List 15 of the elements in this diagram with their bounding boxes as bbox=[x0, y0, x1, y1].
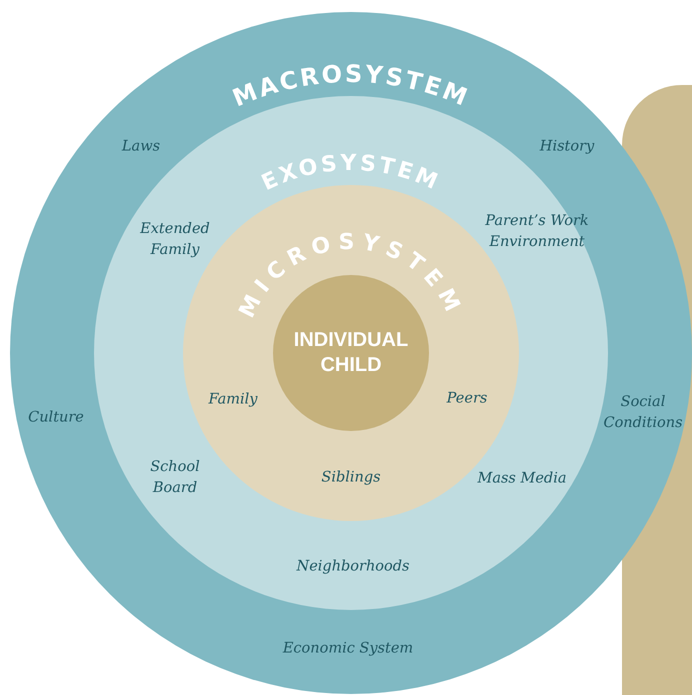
ring-title: EXOSYSTEM bbox=[258, 150, 444, 196]
factor-label: Culture bbox=[27, 408, 85, 428]
factor-label: School Board bbox=[149, 458, 201, 498]
factor-label: Mass Media bbox=[476, 470, 568, 488]
factor-label: Social Conditions bbox=[602, 393, 684, 433]
factor-label: Family bbox=[207, 390, 258, 410]
factor-label: Peers bbox=[446, 390, 488, 408]
factor-label: Parent’s Work Environment bbox=[484, 212, 590, 252]
factor-label: Siblings bbox=[320, 468, 382, 488]
factor-label: Laws bbox=[120, 138, 162, 156]
factor-label: Economic System bbox=[282, 640, 414, 658]
factor-label: Neighborhoods bbox=[295, 558, 410, 576]
center-label: INDIVIDUAL CHILD bbox=[292, 328, 410, 378]
factor-label: Extended Family bbox=[139, 220, 211, 260]
factor-label: History bbox=[538, 138, 596, 156]
